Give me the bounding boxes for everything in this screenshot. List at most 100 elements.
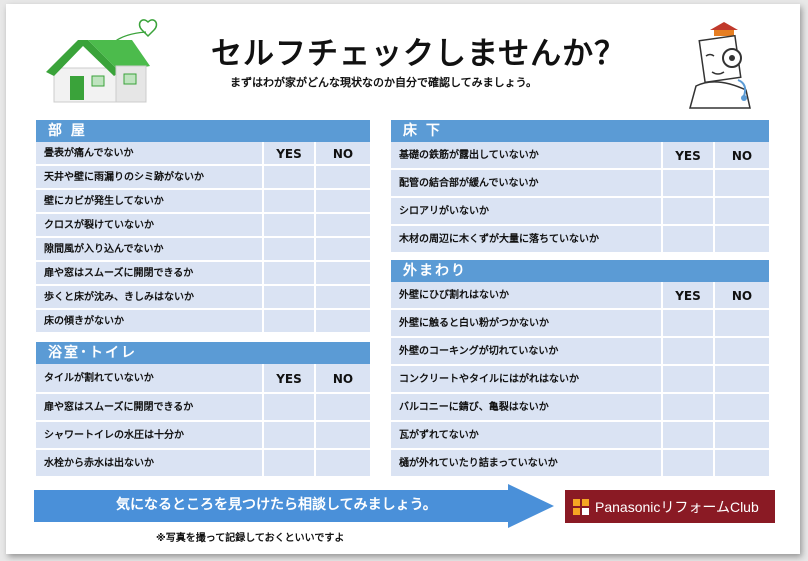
table-row: 扉や窓はスムーズに開閉できるか [36, 394, 370, 422]
yes-header: YES [262, 142, 314, 164]
yes-cell[interactable] [661, 450, 713, 476]
no-cell[interactable] [713, 226, 769, 252]
table-row: 水栓から赤水は出ないか [36, 450, 370, 478]
yes-cell[interactable] [262, 286, 314, 308]
no-cell[interactable] [713, 310, 769, 336]
no-cell[interactable] [713, 338, 769, 364]
table-row: 隙間風が入り込んでないか [36, 238, 370, 262]
check-item: 配管の結合部が緩んでいないか [391, 170, 661, 196]
check-item: 天井や壁に雨漏りのシミ跡がないか [36, 166, 262, 188]
check-item: 壁にカビが発生してないか [36, 190, 262, 212]
yes-header: YES [262, 364, 314, 392]
check-item: 木材の周辺に木くずが大量に落ちていないか [391, 226, 661, 252]
no-cell[interactable] [713, 450, 769, 476]
yes-cell[interactable] [262, 310, 314, 332]
table-row: 扉や窓はスムーズに開閉できるか [36, 262, 370, 286]
no-cell[interactable] [713, 170, 769, 196]
brand-logo[interactable]: PanasonicリフォームClub [565, 490, 775, 523]
table-row: バルコニーに錆び、亀裂はないか [391, 394, 769, 422]
yes-cell[interactable] [262, 450, 314, 476]
no-cell[interactable] [314, 310, 370, 332]
check-item: 外壁にひび割れはないか [391, 282, 661, 308]
no-cell[interactable] [713, 422, 769, 448]
yes-cell[interactable] [661, 338, 713, 364]
table-row: クロスが裂けていないか [36, 214, 370, 238]
check-item: シャワートイレの水圧は十分か [36, 422, 262, 448]
no-cell[interactable] [314, 450, 370, 476]
no-cell[interactable] [314, 190, 370, 212]
table-row: 天井や壁に雨漏りのシミ跡がないか [36, 166, 370, 190]
consult-banner-text: 気になるところを見つけたら相談してみましょう。 [116, 497, 437, 513]
check-item: 隙間風が入り込んでないか [36, 238, 262, 260]
check-item: 扉や窓はスムーズに開閉できるか [36, 262, 262, 284]
no-cell[interactable] [314, 394, 370, 420]
page-subtitle: まずはわが家がどんな現状なのか自分で確認してみましょう。 [230, 76, 538, 89]
yes-cell[interactable] [262, 190, 314, 212]
check-item: バルコニーに錆び、亀裂はないか [391, 394, 661, 420]
yes-cell[interactable] [661, 366, 713, 392]
table-row: 外壁に触ると白い粉がつかないか [391, 310, 769, 338]
section-title: 外まわり [391, 260, 769, 282]
no-header: NO [314, 364, 370, 392]
yes-cell[interactable] [661, 310, 713, 336]
check-item: 樋が外れていたり詰まっていないか [391, 450, 661, 476]
no-cell[interactable] [713, 366, 769, 392]
table-row: 歩くと床が沈み、きしみはないか [36, 286, 370, 310]
yes-cell[interactable] [661, 170, 713, 196]
checklist-page: セルフチェックしませんか？ まずはわが家がどんな現状なのか自分で確認してみましょ… [6, 4, 800, 554]
yes-cell[interactable] [661, 198, 713, 224]
table-row: コンクリートやタイルにはがれはないか [391, 366, 769, 394]
page-title: セルフチェックしませんか？ [211, 36, 627, 72]
check-item: クロスが裂けていないか [36, 214, 262, 236]
no-header: NO [713, 142, 769, 168]
yes-cell[interactable] [661, 226, 713, 252]
table-row: シロアリがいないか [391, 198, 769, 226]
yes-cell[interactable] [661, 394, 713, 420]
inspector-icon [689, 22, 751, 109]
check-item: 歩くと床が沈み、きしみはないか [36, 286, 262, 308]
no-cell[interactable] [314, 422, 370, 448]
check-item: 外壁に触ると白い粉がつかないか [391, 310, 661, 336]
section-title: 床 下 [391, 120, 769, 142]
table-row: 樋が外れていたり詰まっていないか [391, 450, 769, 478]
yes-header: YES [661, 282, 713, 308]
yes-cell[interactable] [262, 166, 314, 188]
table-row: 床の傾きがないか [36, 310, 370, 334]
check-item: 水栓から赤水は出ないか [36, 450, 262, 476]
table-row: 配管の結合部が緩んでいないか [391, 170, 769, 198]
section-title: 部 屋 [36, 120, 370, 142]
no-cell[interactable] [314, 238, 370, 260]
no-cell[interactable] [713, 394, 769, 420]
logo-mark-icon [573, 498, 589, 515]
yes-cell[interactable] [262, 238, 314, 260]
yes-cell[interactable] [262, 394, 314, 420]
section-title: 浴室･トイレ [36, 342, 370, 364]
table-row: 木材の周辺に木くずが大量に落ちていないか [391, 226, 769, 254]
no-cell[interactable] [713, 198, 769, 224]
table-row: 外壁のコーキングが切れていないか [391, 338, 769, 366]
no-cell[interactable] [314, 166, 370, 188]
photo-note: ※写真を撮って記録しておくといいですよ [156, 533, 345, 544]
table-row: シャワートイレの水圧は十分か [36, 422, 370, 450]
no-cell[interactable] [314, 262, 370, 284]
yes-cell[interactable] [262, 262, 314, 284]
no-header: NO [314, 142, 370, 164]
check-item: コンクリートやタイルにはがれはないか [391, 366, 661, 392]
yes-cell[interactable] [262, 214, 314, 236]
check-item: 瓦がずれてないか [391, 422, 661, 448]
table-row: 瓦がずれてないか [391, 422, 769, 450]
yes-cell[interactable] [262, 422, 314, 448]
arrow-banner-icon [34, 484, 554, 528]
no-header: NO [713, 282, 769, 308]
yes-cell[interactable] [661, 422, 713, 448]
no-cell[interactable] [314, 214, 370, 236]
no-cell[interactable] [314, 286, 370, 308]
house-icon [46, 19, 158, 103]
check-item: 基礎の鉄筋が露出していないか [391, 142, 661, 168]
yes-header: YES [661, 142, 713, 168]
